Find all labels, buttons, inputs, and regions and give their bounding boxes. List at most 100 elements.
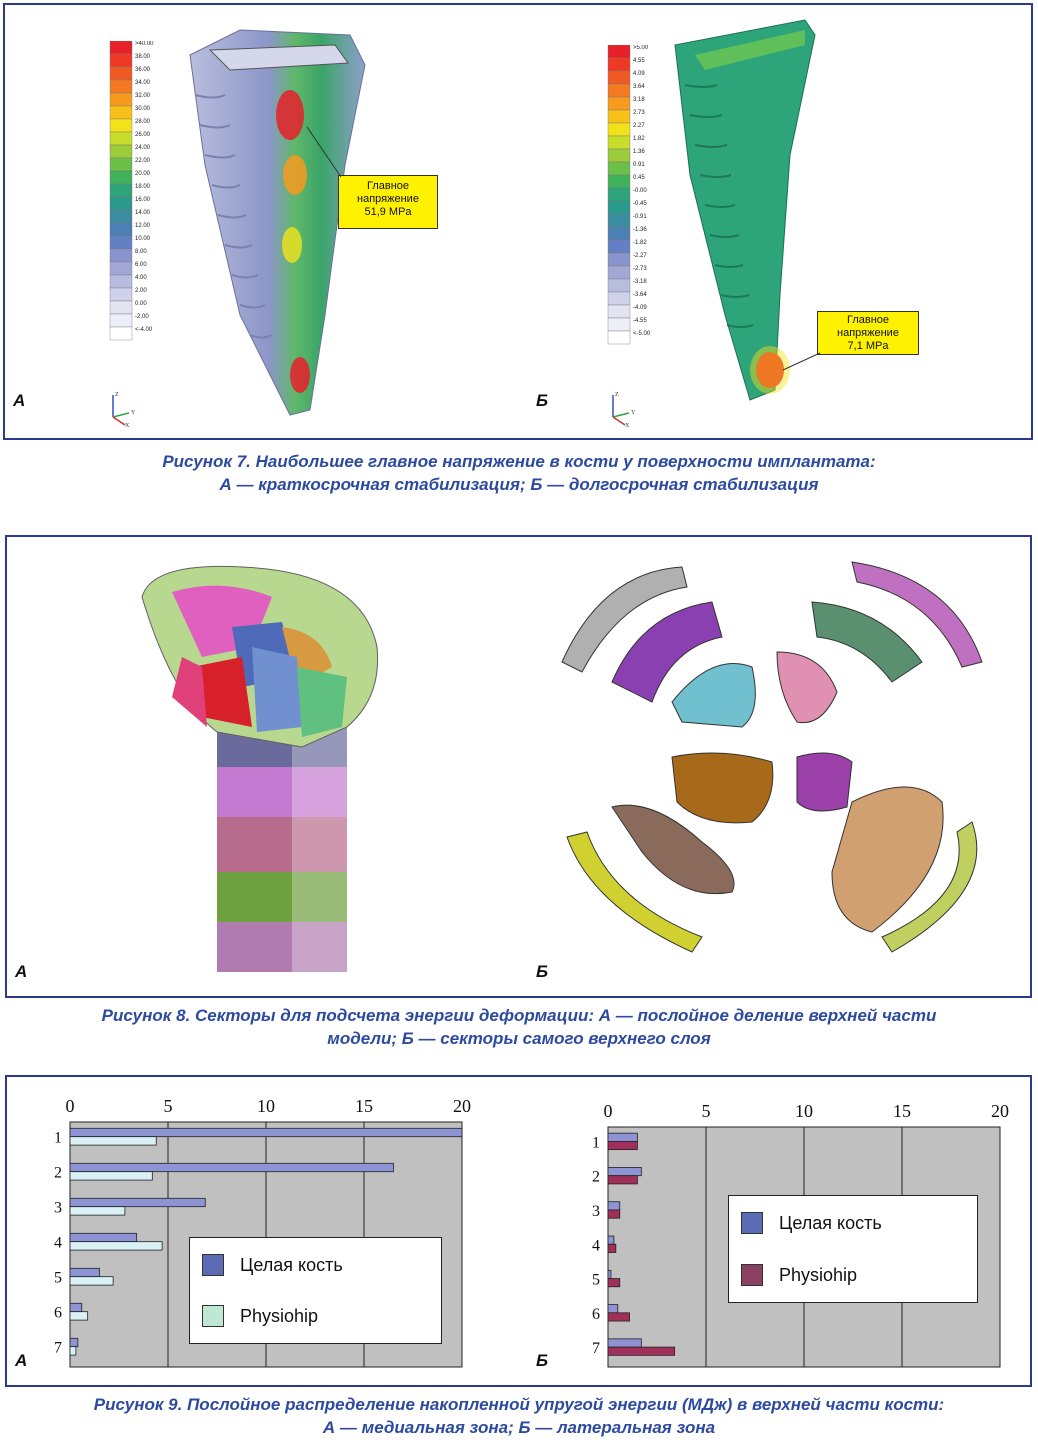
chart-a-bar-s1-c2	[69, 1206, 126, 1216]
scale-a-swatch-1	[109, 53, 133, 68]
scale-a-swatch-5	[109, 105, 133, 120]
chart-b-bar-s0-c3	[607, 1235, 615, 1245]
scale-b-swatch-3	[607, 83, 631, 98]
legend-b-swatch-1	[741, 1212, 763, 1234]
scale-a-swatch-8	[109, 144, 133, 159]
panel-b-label-fig7: Б	[536, 391, 549, 410]
scale-b-label-0: >5.00	[633, 45, 649, 51]
scale-a-swatch-11	[109, 183, 133, 198]
callout-a-leader	[306, 126, 342, 178]
caption-8-line2: модели; Б — секторы самого верхнего слоя	[327, 1029, 711, 1048]
scale-b-swatch-16	[607, 252, 631, 267]
chart-a-bar-s1-c4	[69, 1276, 114, 1286]
scale-b-label-14: -1.36	[633, 227, 647, 233]
chart-b-xtick-4: 20	[991, 1101, 1009, 1121]
scale-b-swatch-4	[607, 96, 631, 111]
scale-b-label-2: 4.09	[633, 71, 645, 77]
scale-a-swatch-7	[109, 131, 133, 146]
scale-a-label-5: 30.00	[135, 106, 151, 112]
scale-b-swatch-1	[607, 57, 631, 72]
scale-a-swatch-17	[109, 261, 133, 276]
callout-b-line1: Главное	[846, 314, 890, 326]
legend-a: Целая кость Physiohip	[189, 1237, 442, 1344]
callout-b: Главное напряжение 7,1 MPa	[817, 311, 919, 355]
chart-b-bar-s1-c0	[607, 1141, 638, 1151]
scale-a-swatch-12	[109, 196, 133, 211]
scale-b-swatch-8	[607, 148, 631, 163]
scale-b-label-1: 4.55	[633, 58, 645, 64]
chart-a-ytick-4: 5	[54, 1270, 62, 1287]
legend-a-swatch-1	[202, 1254, 224, 1276]
scale-b-swatch-12	[607, 200, 631, 215]
scale-a-label-11: 18.00	[135, 184, 151, 190]
chart-b-bar-s1-c3	[607, 1243, 617, 1253]
scale-b-label-22: <-5.00	[633, 331, 651, 337]
bone-layer-model	[141, 565, 379, 972]
chart-b-bar-s0-c2	[607, 1201, 621, 1211]
chart-a-ytick-0: 1	[54, 1130, 62, 1147]
chart-b-bar-s1-c1	[607, 1175, 638, 1185]
scale-a-label-17: 6.00	[135, 262, 147, 268]
callout-b-line3: 7,1 MPa	[847, 340, 889, 352]
scale-a-swatch-16	[109, 248, 133, 263]
scale-a-swatch-19	[109, 287, 133, 302]
scale-b-label-18: -3.18	[633, 279, 647, 285]
chart-a-ytick-5: 6	[54, 1305, 62, 1322]
axis-x-label-b: X	[625, 423, 630, 427]
scale-b-label-13: -0.91	[633, 214, 647, 220]
legend-b-swatch-2	[741, 1264, 763, 1286]
chart-a-bar-s0-c4	[69, 1267, 100, 1278]
panel-b-label-fig9: Б	[536, 1351, 549, 1370]
scale-b-label-20: -4.09	[633, 305, 647, 311]
axis-triad-b: Z Y X	[612, 392, 636, 427]
chart-b-ytick-0: 1	[592, 1134, 600, 1151]
scale-b-label-3: 3.64	[633, 84, 645, 90]
scale-b-label-7: 1.82	[633, 136, 645, 142]
implant-a-stress-map	[189, 29, 366, 416]
scale-a-label-19: 2.00	[135, 288, 147, 294]
legend-b-item-2: Physiohip	[741, 1264, 857, 1286]
scale-a-label-16: 8.00	[135, 249, 147, 255]
scale-b-swatch-6	[607, 122, 631, 137]
scale-a-swatch-10	[109, 170, 133, 185]
scale-a-swatch-3	[109, 79, 133, 94]
scale-b-label-10: 0.45	[633, 175, 645, 181]
top-layer-sectors	[561, 561, 983, 953]
scale-a-swatch-18	[109, 274, 133, 289]
chart-a-xtick-2: 10	[257, 1096, 275, 1116]
scale-a-swatch-0	[109, 41, 133, 55]
panel-a-label-fig8: А	[15, 962, 28, 981]
scale-a-label-18: 4.00	[135, 275, 147, 281]
legend-a-label-2: Physiohip	[240, 1305, 319, 1326]
scale-a-label-4: 32.00	[135, 93, 151, 99]
caption-7-line1: Рисунок 7. Наибольшее главное напряжение…	[162, 452, 876, 471]
chart-b-ytick-2: 3	[592, 1203, 600, 1220]
figure-8-panel: А Б	[5, 535, 1032, 998]
legend-b-label-1: Целая кость	[779, 1212, 882, 1233]
caption-figure-7: Рисунок 7. Наибольшее главное напряжение…	[0, 450, 1038, 496]
scale-b-swatch-17	[607, 265, 631, 280]
scale-b-label-4: 3.18	[633, 97, 645, 103]
scale-a-label-20: 0.00	[135, 301, 147, 307]
scale-b-swatch-11	[607, 187, 631, 202]
scale-a-swatch-4	[109, 92, 133, 107]
scale-b-swatch-21	[607, 317, 631, 332]
scale-b-swatch-2	[607, 70, 631, 85]
axis-triad-a: Z Y X	[112, 392, 136, 427]
chart-a-bar-s1-c0	[69, 1136, 157, 1146]
implant-b-stress-map	[674, 19, 816, 401]
callout-a-line2: напряжение	[357, 193, 419, 205]
scale-b-label-8: 1.36	[633, 149, 645, 155]
chart-b-bar-s0-c5	[607, 1304, 619, 1314]
scale-a-label-12: 16.00	[135, 197, 151, 203]
chart-a-bar-s0-c6	[69, 1337, 79, 1348]
scale-b-swatch-9	[607, 161, 631, 176]
axis-y-label-b: Y	[631, 410, 636, 416]
scale-a-label-14: 12.00	[135, 223, 151, 229]
scale-a-label-9: 22.00	[135, 158, 151, 164]
chart-b-ytick-1: 2	[592, 1169, 600, 1186]
caption-figure-9: Рисунок 9. Послойное распределение накоп…	[0, 1393, 1038, 1439]
scale-b-swatch-10	[607, 174, 631, 189]
scale-a-label-10: 20.00	[135, 171, 151, 177]
